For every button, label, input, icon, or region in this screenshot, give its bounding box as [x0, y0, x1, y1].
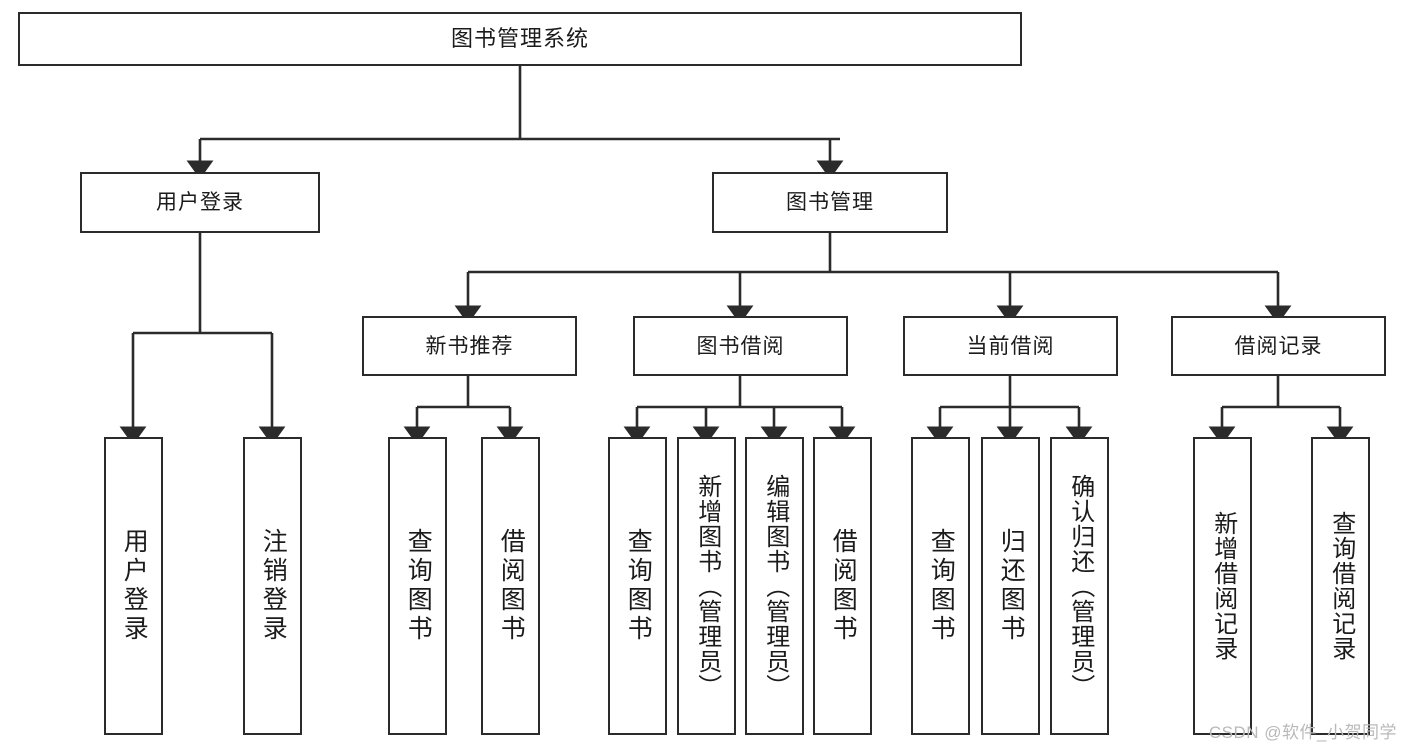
node-book-borrow[interactable]: 图书借阅: [633, 316, 848, 376]
node-label: 查询图书: [404, 528, 433, 644]
leaf-user-login-login[interactable]: 用户登录: [104, 437, 163, 735]
node-label: 图书借阅: [696, 334, 785, 358]
node-book-management[interactable]: 图书管理: [712, 172, 948, 233]
node-label: 查询图书: [927, 528, 956, 644]
node-user-login[interactable]: 用户登录: [80, 172, 320, 233]
node-label: 借阅图书: [829, 528, 858, 644]
node-borrow-record[interactable]: 借阅记录: [1171, 316, 1386, 376]
node-label: 查询图书: [624, 528, 653, 644]
node-book-management-system[interactable]: 图书管理系统: [18, 12, 1022, 66]
node-label: 图书管理: [786, 191, 874, 214]
leaf-borrow-query-book[interactable]: 查询图书: [608, 437, 667, 735]
leaf-borrow-add-book-admin[interactable]: 新增图书（管理员）: [677, 437, 736, 735]
leaf-current-confirm-return-admin[interactable]: 确认归还（管理员）: [1050, 437, 1109, 735]
node-label: 注销登录: [259, 528, 288, 644]
node-label: 查询借阅记录: [1327, 511, 1355, 661]
node-label: 图书管理系统: [450, 26, 589, 51]
node-current-borrow[interactable]: 当前借阅: [903, 316, 1118, 376]
node-new-book-recommend[interactable]: 新书推荐: [362, 316, 577, 376]
leaf-new-book-borrow[interactable]: 借阅图书: [481, 437, 540, 735]
node-label: 借阅记录: [1234, 334, 1323, 358]
node-label: 当前借阅: [966, 334, 1055, 358]
node-label: 编辑图书（管理员）: [761, 473, 789, 699]
leaf-borrow-borrow-book[interactable]: 借阅图书: [813, 437, 872, 735]
watermark-text: CSDN @软件_小贺同学: [1208, 723, 1397, 742]
leaf-borrow-edit-book-admin[interactable]: 编辑图书（管理员）: [745, 437, 804, 735]
node-label: 归还图书: [997, 528, 1026, 644]
node-label: 确认归还（管理员）: [1066, 473, 1094, 699]
node-label: 借阅图书: [497, 528, 526, 644]
node-label: 新书推荐: [425, 334, 514, 358]
node-label: 新增借阅记录: [1209, 511, 1237, 661]
node-label: 新增图书（管理员）: [693, 473, 721, 699]
node-label: 用户登录: [156, 191, 244, 214]
node-label: 用户登录: [120, 528, 149, 644]
leaf-current-query-book[interactable]: 查询图书: [911, 437, 970, 735]
leaf-record-query-record[interactable]: 查询借阅记录: [1311, 437, 1370, 735]
leaf-record-add-record[interactable]: 新增借阅记录: [1193, 437, 1252, 735]
leaf-user-login-logout[interactable]: 注销登录: [243, 437, 302, 735]
leaf-new-book-query[interactable]: 查询图书: [388, 437, 447, 735]
leaf-current-return-book[interactable]: 归还图书: [981, 437, 1040, 735]
